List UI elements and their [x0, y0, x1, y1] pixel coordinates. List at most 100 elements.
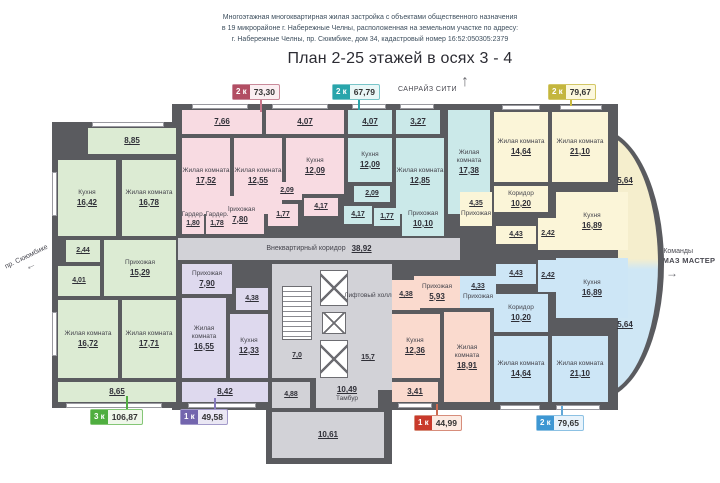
room-purple-living: Жилая комната 16,55 — [182, 298, 226, 378]
street-label-right: ул. Команды КАМАЗ МАСТЕР → — [652, 247, 718, 279]
room-yellow-bath: 4,43 — [496, 226, 536, 244]
room-pink-wardrobe-1: Гардер. 1,80 — [181, 206, 205, 234]
badge-apartment-2k-7965: 2 к 79,65 — [536, 415, 584, 431]
lift-hall-label: Лифтовый холл — [344, 292, 392, 299]
room-yellow-hall: Прихожая 4,35 — [460, 192, 492, 226]
room-teal-balcony-2: 3,27 — [396, 110, 440, 134]
street-label-left: пр. Сююмбике ← — [0, 240, 60, 284]
elevator-1 — [320, 270, 348, 306]
entrance-vestibule: 10,61 — [272, 412, 384, 458]
core-room-488: 4,88 — [272, 382, 310, 408]
badge-apartment-1k-4958: 1 к 49,58 — [180, 409, 228, 425]
room-green-living-1: Жилая комната 16,78 — [122, 160, 176, 236]
room-blue-corridor: Коридор 10,20 — [494, 294, 548, 332]
window — [52, 312, 57, 356]
room-green-balcony-bottom: 8,65 — [58, 382, 176, 402]
room-green-living-2: Жилая комната 16,72 — [58, 300, 118, 378]
room-green-wc: 2,44 — [66, 240, 100, 262]
badge-leader — [358, 99, 360, 110]
window — [352, 104, 386, 109]
room-purple-balcony: 8,42 — [182, 382, 268, 402]
badge-leader — [436, 404, 438, 416]
room-yellow-living-2: Жилая комната 21,10 — [552, 112, 608, 182]
room-blue-hall: Прихожая 4,33 — [460, 276, 496, 308]
room-salmon-hall: Прихожая 5,93 — [414, 276, 460, 308]
room-yellow-kitchen: Кухня 16,89 — [556, 192, 628, 250]
room-teal-hall: Прихожая 10,10 — [402, 202, 444, 236]
room-teal-living-1: Жилая комната 12,85 — [396, 138, 444, 214]
badge-leader — [126, 396, 128, 410]
badge-apartment-3k-10687: 3 к 106,87 — [90, 409, 143, 425]
room-blue-wc: 2,42 — [538, 260, 558, 292]
room-pink-wc-2: 1,77 — [268, 204, 298, 226]
room-green-hall: Прихожая 15,29 — [104, 240, 176, 296]
room-salmon-kitchen: Кухня 12,36 — [390, 314, 440, 378]
room-pink-wc-1: 2,09 — [272, 182, 302, 200]
window — [502, 105, 540, 110]
room-pink-balcony-1: 7,66 — [182, 110, 262, 134]
room-green-balcony-top: 8,85 — [88, 128, 176, 154]
room-purple-hall: Прихожая 7,90 — [182, 264, 232, 294]
elevator-3 — [320, 340, 348, 378]
room-teal-bath: 4,17 — [344, 206, 372, 224]
badge-apartment-1k-4499: 1 к 44,99 — [414, 415, 462, 431]
window — [66, 403, 162, 408]
description-line: г. Набережные Челны, пр. Сюкмбике, дом 3… — [231, 35, 509, 43]
badge-apartment-2k-7967: 2 к 79,67 — [548, 84, 596, 100]
north-arrow-icon: ↑ — [461, 73, 469, 90]
common-corridor: Внеквартирный коридор 38,92 — [178, 238, 460, 260]
room-purple-bath: 4,38 — [236, 288, 268, 310]
lift-hall-area-label: 15,7 — [361, 354, 375, 361]
badge-leader — [570, 99, 572, 106]
window — [500, 405, 540, 410]
tambur: Тамбур 10,49 — [316, 380, 378, 408]
right-arrow-icon: → — [666, 265, 678, 280]
room-teal-kitchen: Кухня 12,09 — [348, 138, 392, 182]
badge-leader — [214, 398, 216, 411]
room-blue-kitchen: Кухня 16,89 — [556, 258, 628, 318]
room-pink-wardrobe-2: Гардер. 1,78 — [205, 206, 229, 234]
room-green-living-3: Жилая комната 17,71 — [122, 300, 176, 378]
street-name: КАМАЗ МАСТЕР — [652, 256, 716, 266]
room-teal-balcony-1: 4,07 — [348, 110, 392, 134]
description-line: в 19 микрорайоне г. Набережные Челны, ра… — [221, 24, 519, 32]
room-blue-balcony: 5,64 — [617, 320, 633, 330]
room-salmon-balcony: 3,41 — [392, 382, 438, 402]
room-purple-kitchen: Кухня 12,33 — [230, 314, 268, 378]
window — [188, 403, 256, 408]
badge-leader — [561, 406, 563, 416]
page-title: План 2-25 этажей в осях 3 - 4 — [287, 50, 513, 67]
street-name: ул. Команды — [652, 248, 693, 255]
room-green-kitchen: Кухня 16,42 — [58, 160, 116, 236]
room-yellow-balcony: 5,64 — [617, 176, 633, 186]
room-salmon-bath: 4,38 — [392, 280, 420, 310]
window — [400, 104, 434, 109]
elevator-2 — [322, 312, 346, 334]
window — [560, 105, 602, 110]
room-salmon-living: Жилая комната 18,91 — [444, 312, 490, 402]
room-teal-wc-2: 1,77 — [374, 208, 400, 226]
room-yellow-living-1: Жилая комната 14,64 — [494, 112, 548, 182]
room-blue-bath: 4,43 — [496, 264, 536, 284]
badge-leader — [260, 99, 262, 112]
window — [272, 104, 328, 109]
window — [556, 405, 600, 410]
room-yellow-wc: 2,42 — [538, 218, 558, 250]
landmark-sunrise-city: САНРАЙЗ СИТИ — [398, 86, 457, 93]
room-pink-bath: 4,17 — [304, 198, 338, 216]
description-line: Многоэтажная многоквартирная жилая застр… — [222, 14, 518, 21]
stairs — [282, 286, 312, 340]
badge-apartment-2k-6779: 2 к 67,79 — [332, 84, 380, 100]
window — [192, 104, 248, 109]
window — [52, 172, 57, 216]
room-blue-living-2: Жилая комната 21,10 — [552, 336, 608, 402]
window — [92, 122, 164, 127]
window — [398, 403, 432, 408]
stairs-area-label: 7,0 — [292, 352, 302, 359]
room-teal-wc-1: 2,09 — [354, 186, 390, 202]
room-green-bath: 4,01 — [58, 266, 100, 296]
project-description: Многоэтажная многоквартирная жилая застр… — [30, 13, 710, 46]
room-yellow-corridor: Коридор 10,20 — [494, 186, 548, 212]
badge-apartment-2k-7330: 2 к 73,30 — [232, 84, 280, 100]
